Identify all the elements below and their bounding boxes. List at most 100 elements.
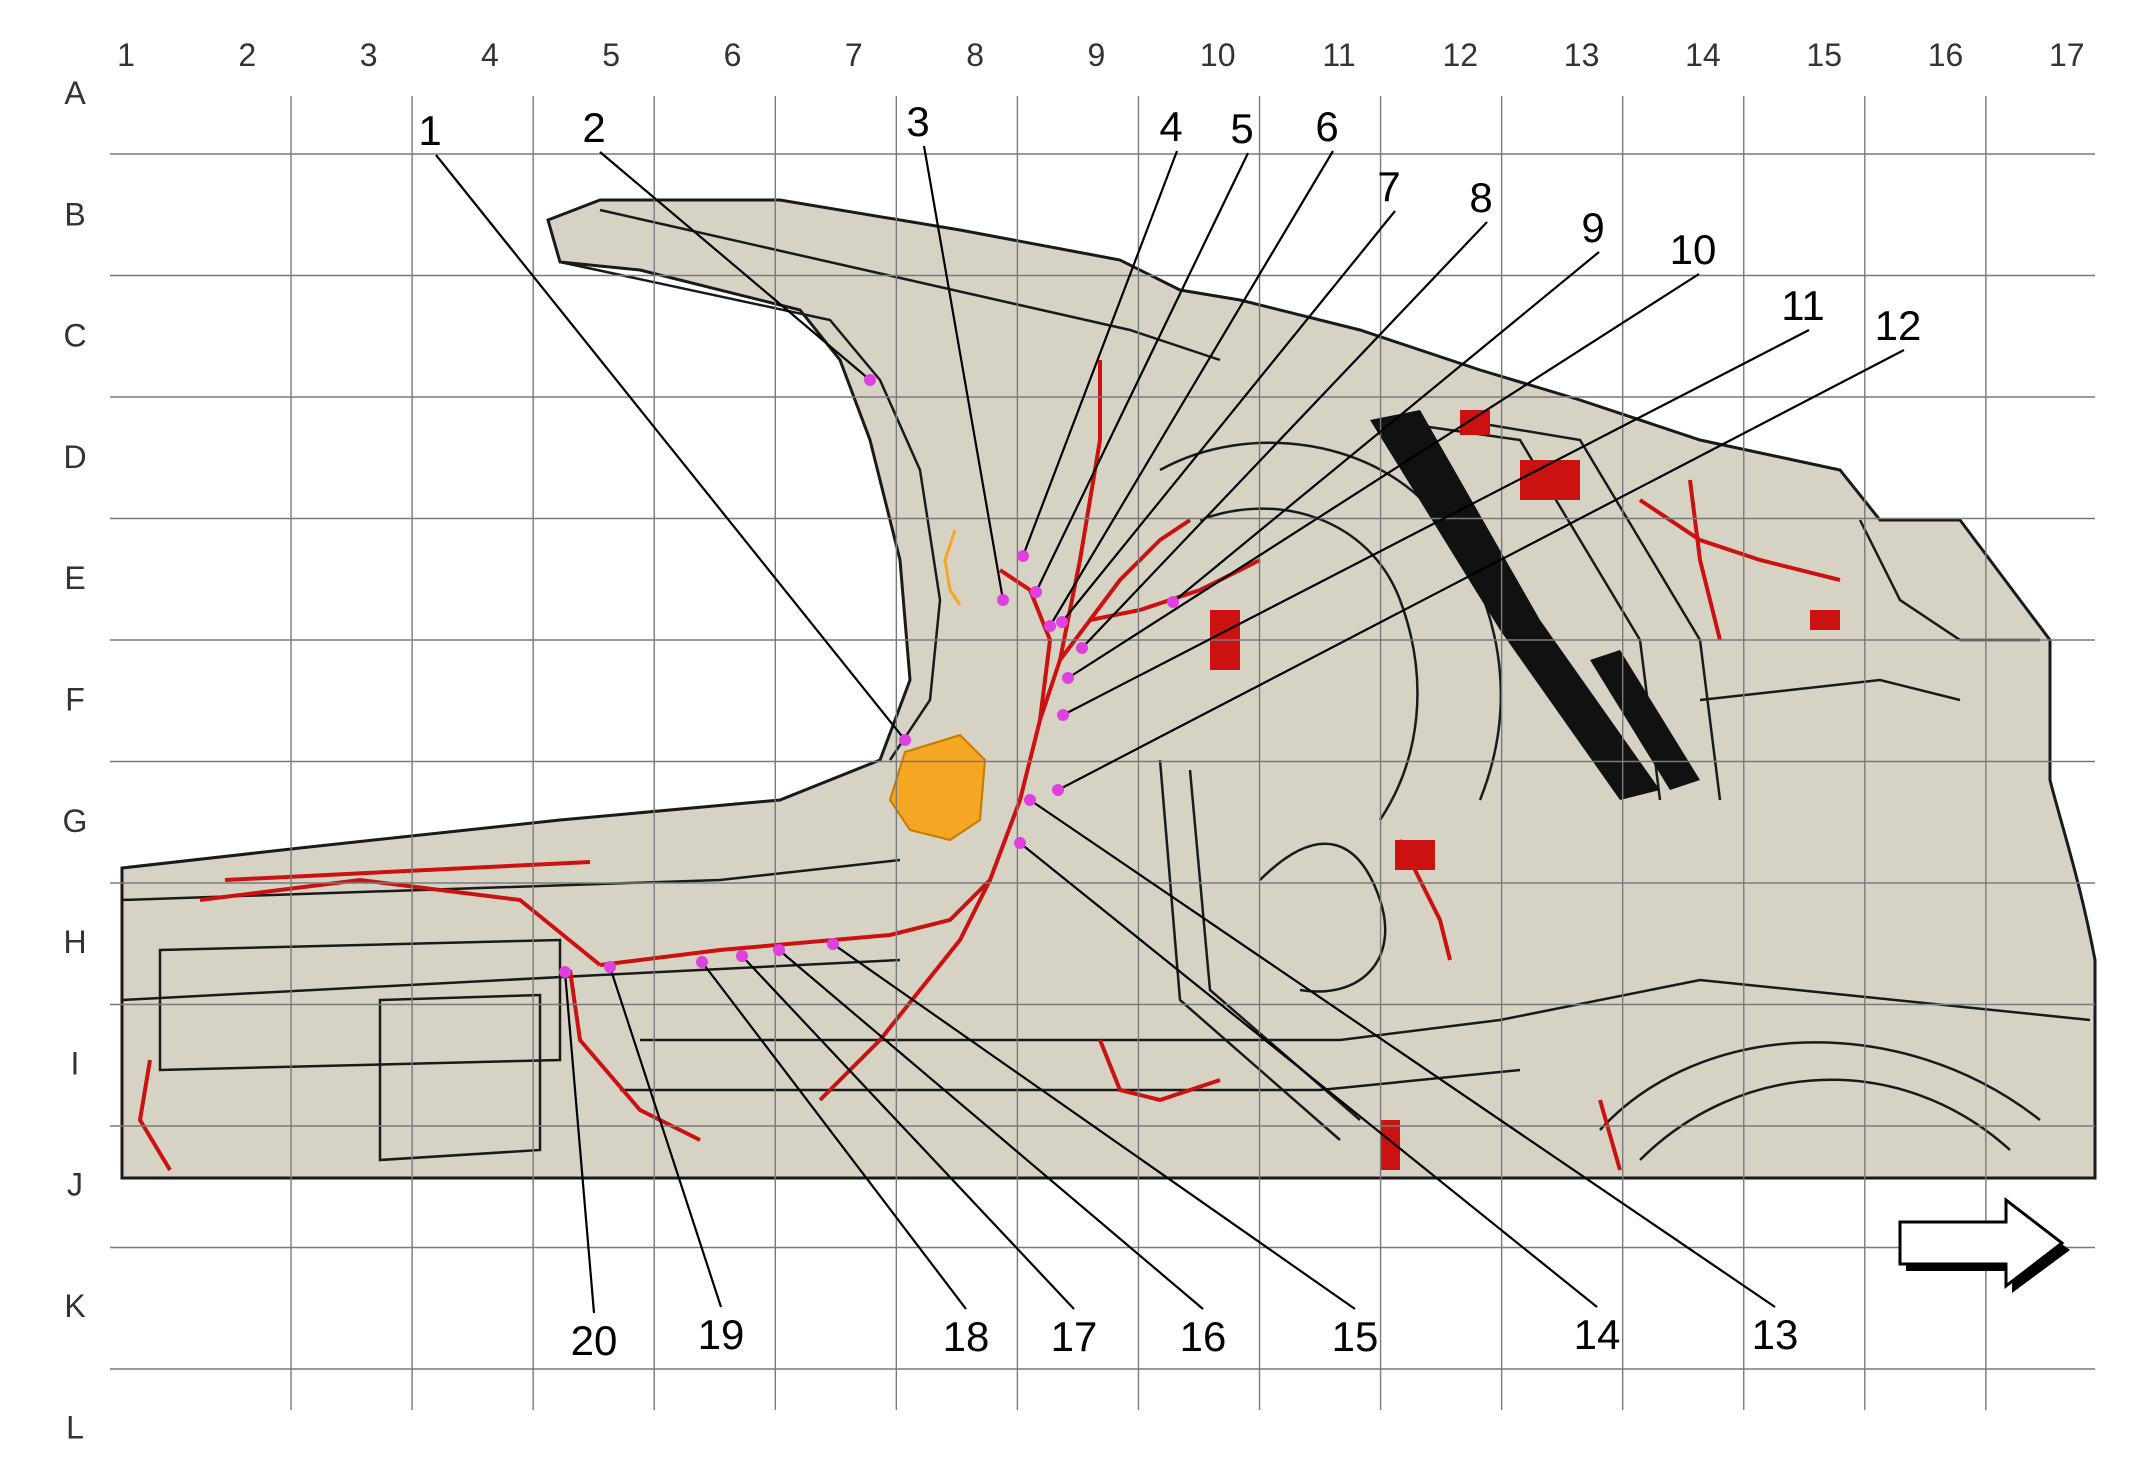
connector-dot <box>736 950 748 962</box>
leader-line <box>922 145 1005 601</box>
callout-number: 19 <box>698 1311 745 1358</box>
callout-number: 1 <box>418 107 441 154</box>
grid-lines <box>110 96 2095 1410</box>
column-label: 10 <box>1200 37 1236 73</box>
connector-dot <box>1062 672 1074 684</box>
connector-dot <box>1014 837 1026 849</box>
connector-dot <box>899 734 911 746</box>
column-label: 12 <box>1443 37 1479 73</box>
connector-dot <box>997 594 1009 606</box>
column-label: 15 <box>1806 37 1842 73</box>
row-label: K <box>64 1288 85 1324</box>
wiring-harness <box>137 360 1841 1172</box>
leader-lines <box>435 145 1905 1314</box>
connector-dot <box>1052 784 1064 796</box>
column-label: 3 <box>360 37 378 73</box>
column-label: 5 <box>602 37 620 73</box>
connector-dot <box>1057 709 1069 721</box>
callout-number: 7 <box>1377 163 1400 210</box>
column-label: 17 <box>2049 37 2085 73</box>
vehicle-body <box>120 198 2097 1180</box>
connector-dot <box>559 966 571 978</box>
callout-number: 10 <box>1670 226 1717 273</box>
callout-number: 2 <box>582 104 605 151</box>
row-labels: A B C D E F G H I J K L <box>63 75 88 1445</box>
callout-number: 16 <box>1180 1313 1227 1360</box>
column-label: 14 <box>1685 37 1721 73</box>
callout-number: 14 <box>1574 1311 1621 1358</box>
column-label: 1 <box>117 37 135 73</box>
row-label: C <box>63 318 86 354</box>
callout-number: 9 <box>1581 204 1604 251</box>
leader-line <box>563 971 596 1314</box>
row-label: E <box>64 560 85 596</box>
leader-line <box>1057 349 1905 791</box>
connector-dot <box>1076 642 1088 654</box>
callout-number: 11 <box>1781 282 1825 329</box>
leader-line <box>1062 329 1810 716</box>
leader-line <box>1021 150 1179 557</box>
arrow-right-icon <box>1898 1196 2070 1293</box>
leader-line <box>599 151 871 381</box>
connector-dot <box>1030 586 1042 598</box>
leader-line <box>1172 251 1600 603</box>
connector-dots <box>559 374 1179 978</box>
leader-line <box>1061 210 1396 623</box>
row-label: A <box>64 75 86 111</box>
leader-line <box>1081 221 1488 649</box>
callout-number: 8 <box>1469 174 1492 221</box>
leader-line <box>741 955 1075 1310</box>
connector-dot <box>1056 616 1068 628</box>
row-label: I <box>71 1045 80 1081</box>
harness-parts <box>1210 410 1840 1170</box>
column-label: 11 <box>1322 37 1355 73</box>
column-label: 9 <box>1088 37 1106 73</box>
row-label: L <box>66 1409 84 1445</box>
connector-dot <box>1024 794 1036 806</box>
row-label: H <box>63 924 86 960</box>
column-label: 7 <box>845 37 863 73</box>
leader-line <box>1049 150 1334 627</box>
row-label: J <box>67 1167 83 1203</box>
row-label: B <box>64 196 85 232</box>
leader-line <box>701 961 967 1310</box>
leader-line <box>435 154 906 741</box>
callout-number: 12 <box>1875 302 1922 349</box>
row-label: D <box>63 439 86 475</box>
callout-number: 4 <box>1159 103 1182 150</box>
connector-dot <box>1044 620 1056 632</box>
row-label: F <box>65 682 85 718</box>
connector-dot <box>696 956 708 968</box>
leader-line <box>1019 842 1598 1308</box>
connector-dot <box>1017 550 1029 562</box>
callout-number: 20 <box>571 1317 618 1364</box>
callout-number: 13 <box>1752 1311 1799 1358</box>
column-label: 13 <box>1564 37 1600 73</box>
row-label: G <box>63 803 88 839</box>
dark-panel <box>1370 410 1660 800</box>
leader-line <box>832 943 1356 1310</box>
leader-line <box>608 966 723 1308</box>
connector-dot <box>604 961 616 973</box>
callout-number: 18 <box>943 1313 990 1360</box>
connector-dot <box>864 374 876 386</box>
leader-line <box>1067 273 1700 679</box>
leader-line <box>1035 152 1249 593</box>
leader-line <box>778 949 1204 1310</box>
column-label: 8 <box>966 37 984 73</box>
leader-line <box>1029 799 1776 1308</box>
callout-number: 6 <box>1315 103 1338 150</box>
callout-number: 15 <box>1332 1313 1379 1360</box>
column-label: 6 <box>724 37 742 73</box>
connector-dot <box>773 944 785 956</box>
column-label: 4 <box>481 37 499 73</box>
dark-panel-lower <box>1590 650 1700 790</box>
connector-dot <box>1167 596 1179 608</box>
connector-dot <box>827 938 839 950</box>
column-label: 16 <box>1928 37 1964 73</box>
column-label: 2 <box>238 37 256 73</box>
callout-number: 17 <box>1051 1313 1098 1360</box>
